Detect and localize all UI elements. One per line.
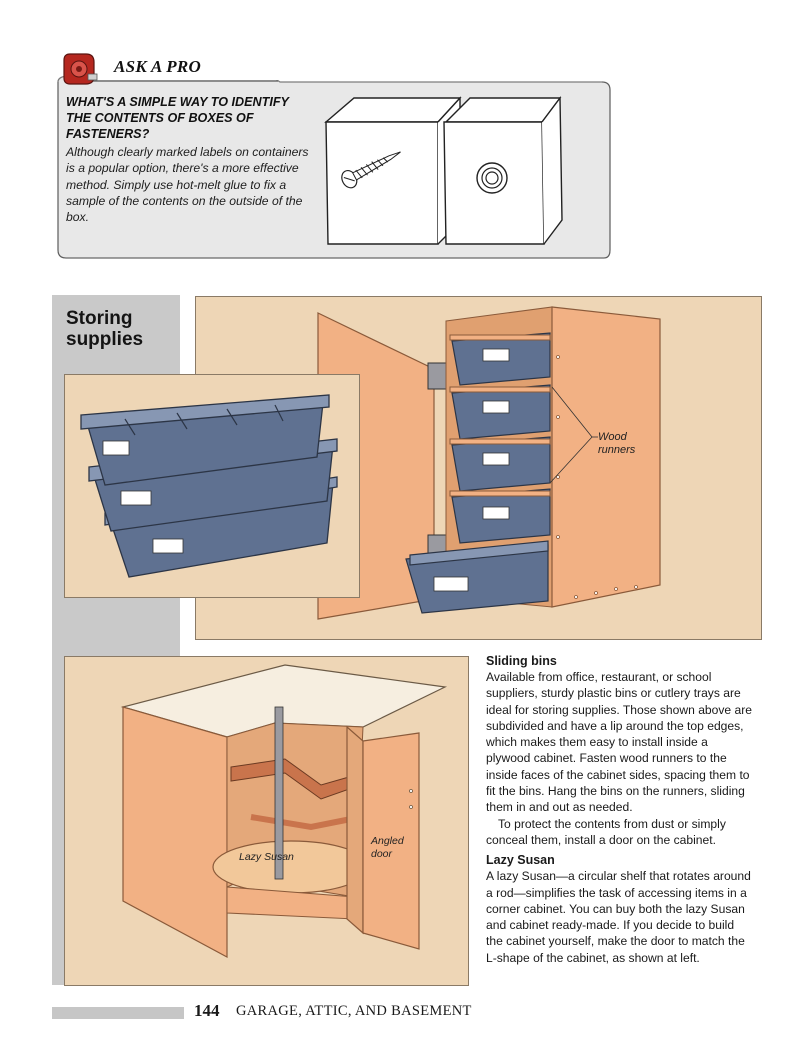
fastener-boxes-illustration (320, 94, 570, 257)
paragraph-lazy-susan: A lazy Susan—a circular shelf that rotat… (486, 869, 751, 965)
callout-line2: door (371, 848, 393, 860)
stacked-bins-illustration (80, 394, 338, 578)
lazy-susan-panel: Lazy Susan Angled door (64, 656, 469, 986)
section-title-line1: Storing (66, 308, 133, 329)
ask-a-pro-title: ASK A PRO (114, 57, 202, 76)
callout-line1: Wood (598, 431, 627, 443)
ask-a-pro-box: ASK A PRO WHAT'S A SIMPLE WAY TO IDENTIF… (52, 42, 612, 262)
heading-lazy-susan: Lazy Susan (486, 853, 555, 868)
cabinet-illustration (317, 306, 661, 620)
washer-icon (476, 162, 508, 194)
callout-line1: Angled (371, 835, 404, 847)
paragraph-sliding-bins: Available from office, restaurant, or sc… (486, 670, 752, 815)
wood-runners-callout: Wood runners (598, 431, 635, 457)
heading-sliding-bins: Sliding bins (486, 654, 557, 668)
body-text-column: Sliding bins Available from office, rest… (486, 653, 754, 966)
lazy-susan-illustration (120, 664, 448, 959)
chapter-title: GARAGE, ATTIC, AND BASEMENT (236, 1003, 472, 1019)
section-title-line2: supplies (66, 329, 144, 350)
callout-line2: runners (598, 444, 636, 456)
section-title: Storing supplies (66, 308, 143, 350)
footer-bar (52, 1007, 184, 1019)
page-number: 144 (194, 1001, 220, 1020)
tape-measure-icon (58, 52, 98, 93)
ask-a-pro-question: WHAT'S A SIMPLE WAY TO IDENTIFY THE CONT… (66, 95, 289, 141)
paragraph-door: To protect the contents from dust or sim… (486, 816, 726, 847)
stacked-bins-panel (64, 374, 360, 598)
angled-door-callout: Angled door (371, 835, 404, 861)
screw-icon (341, 151, 401, 189)
ask-a-pro-answer: Although clearly marked labels on contai… (66, 145, 309, 225)
lazy-susan-callout: Lazy Susan (239, 851, 294, 863)
